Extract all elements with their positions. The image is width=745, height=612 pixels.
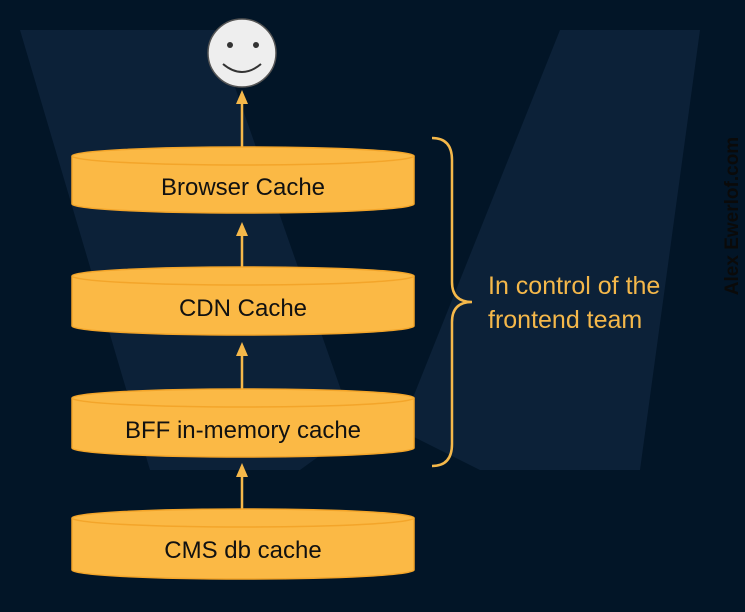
arrow-bff-to-cdn [236,342,248,390]
bff-cache-cylinder: BFF in-memory cache [71,388,415,458]
bff-cache-label: BFF in-memory cache [125,417,361,444]
cdn-cache-label: CDN Cache [179,295,307,322]
brace-label-line-2: frontend team [488,306,642,334]
cdn-cache-cylinder: CDN Cache [71,266,415,336]
arrow-browser-to-user [236,90,248,148]
curly-brace [431,136,473,468]
arrow-cdn-to-browser [236,222,248,268]
cms-cache-label: CMS db cache [164,537,321,564]
cms-cache-cylinder: CMS db cache [71,508,415,580]
browser-cache-cylinder: Browser Cache [71,146,415,214]
background-logo-shape [20,30,700,470]
brace-label-line-1: In control of the [488,272,660,300]
smiley-face-icon [207,18,277,88]
watermark-text: Alex Ewerlof.com [722,137,743,295]
browser-cache-label: Browser Cache [161,174,325,201]
arrow-cms-to-bff [236,463,248,510]
